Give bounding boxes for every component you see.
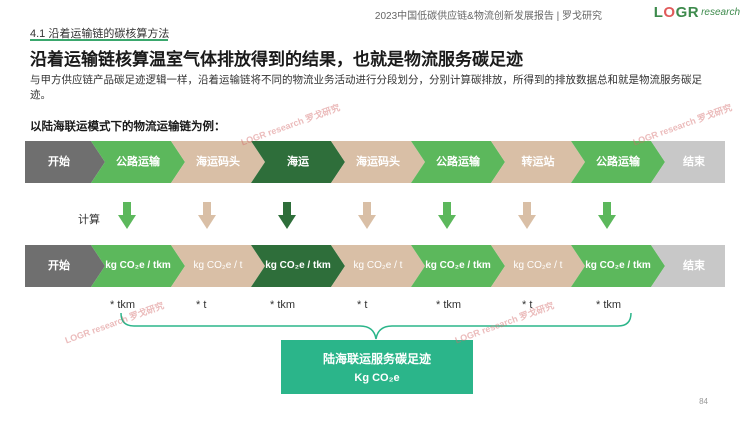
- chain-step-terminal-2: 海运码头: [331, 141, 425, 183]
- transport-chain-row: 开始 公路运输 海运码头 海运 海运码头 公路运输 转运站 公路运输 结束: [25, 141, 725, 183]
- chain-step-sea: 海运: [251, 141, 345, 183]
- factor-road-3: kg CO₂e / tkm: [571, 245, 665, 287]
- down-arrow-icon: [598, 202, 616, 230]
- report-header: 2023中国低碳供应链&物流创新发展报告 | 罗戈研究 LOGR researc…: [0, 0, 750, 24]
- chain-step-transfer: 转运站: [491, 141, 585, 183]
- chain-step-road-1: 公路运输: [91, 141, 185, 183]
- intro-paragraph: 与甲方供应链产品碳足迹逻辑一样，沿着运输链将不同的物流业务活动进行分段划分，分别…: [30, 74, 702, 101]
- factor-start: 开始: [25, 245, 105, 287]
- down-arrow-icon: [358, 202, 376, 230]
- chain-step-road-3: 公路运输: [571, 141, 665, 183]
- main-title: 沿着运输链核算温室气体排放得到的结果，也就是物流服务碳足迹: [30, 50, 523, 69]
- example-label: 以陆海联运模式下的物流运输链为例：: [30, 121, 226, 133]
- factor-terminal-2: kg CO₂e / t: [331, 245, 425, 287]
- result-box: 陆海联运服务碳足迹 Kg CO₂e: [281, 340, 473, 394]
- section-title: 4.1 沿着运输链的碳核算方法: [30, 28, 170, 40]
- down-arrow-icon: [118, 202, 136, 230]
- down-arrow-icon: [198, 202, 216, 230]
- chain-step-start: 开始: [25, 141, 105, 183]
- multiplier-label: * tkm: [436, 299, 462, 311]
- result-title: 陆海联运服务碳足迹: [322, 352, 431, 366]
- report-title: 2023中国低碳供应链&物流创新发展报告 | 罗戈研究: [374, 11, 602, 22]
- factor-transfer: kg CO₂e / t: [491, 245, 585, 287]
- multiplier-label: * tkm: [270, 299, 296, 311]
- chain-step-road-2: 公路运输: [411, 141, 505, 183]
- multiplier-label: * t: [522, 299, 533, 311]
- summation-brace: [120, 312, 632, 340]
- calc-label: 计算: [78, 214, 100, 226]
- factor-road-2: kg CO₂e / tkm: [411, 245, 505, 287]
- logo-sub-text: research: [701, 6, 740, 18]
- multiplier-label: * t: [196, 299, 207, 311]
- emission-factor-row: 开始 kg CO₂e / tkm kg CO₂e / t kg CO₂e / t…: [25, 245, 725, 287]
- page-number: 84: [699, 397, 708, 406]
- factor-terminal-1: kg CO₂e / t: [171, 245, 265, 287]
- logo-main-text: LOGR: [653, 3, 700, 21]
- section-title-underline: [30, 39, 168, 41]
- factor-sea: kg CO₂e / tkm: [251, 245, 345, 287]
- chain-step-terminal-1: 海运码头: [171, 141, 265, 183]
- multiplier-label: * tkm: [110, 299, 136, 311]
- down-arrow-icon: [278, 202, 296, 230]
- logr-logo: LOGR research: [654, 2, 740, 22]
- result-unit: Kg CO₂e: [354, 372, 400, 384]
- down-arrow-icon: [438, 202, 456, 230]
- factor-road-1: kg CO₂e / tkm: [91, 245, 185, 287]
- down-arrow-icon: [518, 202, 536, 230]
- multiplier-label: * tkm: [596, 299, 622, 311]
- multiplier-label: * t: [357, 299, 368, 311]
